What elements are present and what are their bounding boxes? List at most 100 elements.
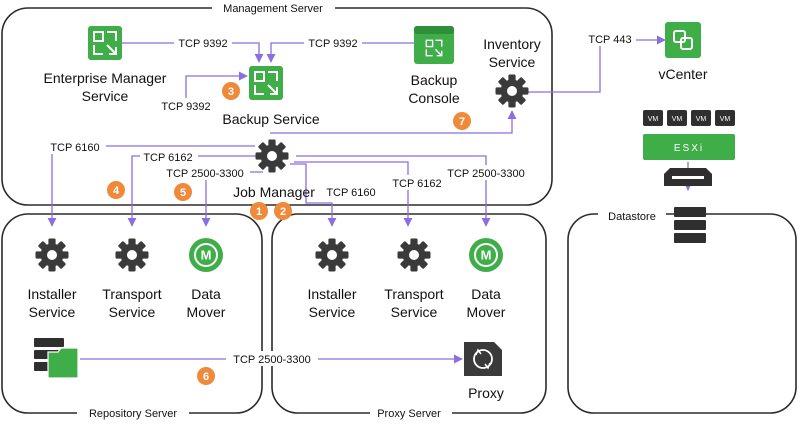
edge-console-to-backup	[266, 42, 414, 63]
edge-jm-proxy-transport	[294, 161, 413, 227]
enterprise-manager-node: Enterprise Manager Service	[44, 25, 167, 104]
proxy-installer-label-1: Installer	[307, 286, 356, 302]
label-repo-to-proxy: TCP 2500-3300	[233, 354, 310, 366]
green-grid-icon	[87, 25, 123, 61]
repo-transport-node: Transport Service	[102, 238, 162, 320]
job-manager-node: Job Manager	[233, 139, 315, 200]
esxi-label: ESXi	[674, 143, 704, 154]
proxy-data-mover-label-1: Data	[471, 286, 501, 302]
vm-box-4	[715, 110, 735, 126]
label-to-vcenter: TCP 443	[588, 34, 631, 46]
backup-console-node: Backup Console	[408, 26, 460, 106]
repo-installer-node: Installer Service	[27, 238, 77, 320]
proxy-label: Proxy	[468, 385, 504, 401]
repo-transport-label-2: Service	[109, 304, 156, 320]
repo-installer-label-2: Service	[29, 304, 76, 320]
step-badge-2-text: 2	[280, 206, 286, 218]
vm-box-1	[643, 110, 663, 126]
step-badge-6: 6	[197, 367, 215, 385]
edge-jm-repo-transport	[127, 155, 258, 227]
edge-jm-proxy-installer	[290, 163, 337, 227]
vm-label-2: VM	[672, 116, 683, 123]
label-jm-repo-transport: TCP 6162	[143, 152, 192, 164]
inventory-service-label-2: Service	[489, 54, 536, 70]
esxi-bar	[643, 134, 735, 160]
step-badge-5: 5	[174, 183, 192, 201]
gear-icon	[255, 139, 289, 173]
data-mover-icon	[468, 237, 504, 273]
repo-data-mover-node: Data Mover	[187, 237, 226, 320]
proxy-data-mover-node: Data Mover	[467, 237, 506, 320]
storage-stack-icon	[674, 207, 706, 243]
inventory-service-node: Inventory Service	[483, 36, 541, 108]
gear-icon	[315, 238, 349, 272]
backup-console-label-2: Console	[408, 90, 460, 106]
gear-icon	[397, 238, 431, 272]
step-badge-4-text: 4	[113, 185, 120, 197]
repo-installer-label-1: Installer	[27, 286, 76, 302]
vcenter-node: vCenter	[658, 22, 708, 82]
gear-icon	[115, 238, 149, 272]
edge-jm-to-inventory	[270, 110, 517, 134]
proxy-transport-label-2: Service	[391, 304, 438, 320]
repo-data-mover-label-1: Data	[191, 286, 221, 302]
step-badge-3: 3	[222, 82, 240, 100]
backup-service-label: Backup Service	[222, 111, 319, 127]
inventory-service-label-1: Inventory	[483, 36, 541, 52]
label-jm-proxy-installer: TCP 6160	[326, 187, 375, 199]
step-badge-5-text: 5	[180, 187, 186, 199]
vcenter-icon	[665, 22, 701, 58]
repository-folder-icon	[34, 338, 79, 379]
data-mover-icon	[188, 237, 224, 273]
vm-box-2	[667, 110, 687, 126]
backup-console-label-1: Backup	[411, 72, 458, 88]
gear-icon	[495, 74, 529, 108]
label-jm-proxy-mover: TCP 2500-3300	[447, 168, 524, 180]
step-badge-2: 2	[274, 202, 292, 220]
step-badge-1: 1	[250, 202, 268, 220]
repository-server-label: Repository Server	[89, 408, 177, 420]
label-jm-proxy-transport: TCP 6162	[392, 178, 441, 190]
label-jm-repo-mover: TCP 2500-3300	[166, 168, 243, 180]
vcenter-label: vCenter	[658, 66, 707, 82]
proxy-data-mover-label-2: Mover	[467, 304, 506, 320]
repo-data-mover-label-2: Mover	[187, 304, 226, 320]
step-badge-6-text: 6	[203, 371, 209, 383]
step-badge-7-text: 7	[459, 116, 465, 128]
edge-jm-proxy-mover	[296, 155, 491, 227]
vm-label-4: VM	[720, 116, 731, 123]
proxy-icon	[464, 342, 502, 376]
backup-service-node: Backup Service	[222, 65, 320, 127]
label-backup-loop: TCP 9392	[161, 101, 210, 113]
label-console-to-backup: TCP 9392	[308, 38, 357, 50]
edge-em-to-backup	[122, 42, 264, 63]
green-grid-icon	[421, 35, 447, 61]
proxy-transport-label-1: Transport	[384, 286, 444, 302]
proxy-transport-node: Transport Service	[384, 238, 444, 320]
label-em-to-backup: TCP 9392	[178, 38, 227, 50]
enterprise-manager-label-2: Service	[82, 88, 129, 104]
datastore-frame	[567, 213, 797, 414]
repo-transport-label-1: Transport	[102, 286, 162, 302]
vm-label-3: VM	[696, 116, 707, 123]
enterprise-manager-label-1: Enterprise Manager	[44, 70, 167, 86]
step-badge-1-text: 1	[256, 206, 262, 218]
proxy-installer-label-2: Service	[309, 304, 356, 320]
management-server-label: Management Server	[223, 3, 323, 15]
esxi-host-node: VM VM VM VM ESXi	[643, 110, 735, 186]
vm-box-3	[691, 110, 711, 126]
vm-label-1: VM	[648, 116, 659, 123]
proxy-server-label: Proxy Server	[377, 408, 441, 420]
proxy-installer-node: Installer Service	[307, 238, 357, 320]
green-grid-icon	[248, 65, 284, 101]
label-jm-repo-installer: TCP 6160	[50, 142, 99, 154]
job-manager-label: Job Manager	[233, 184, 315, 200]
gear-icon	[35, 238, 69, 272]
datastore-label: Datastore	[608, 211, 656, 223]
proxy-node: Proxy	[464, 342, 504, 401]
step-badge-7: 7	[453, 112, 471, 130]
step-badge-3-text: 3	[228, 86, 234, 98]
step-badge-4: 4	[107, 181, 125, 199]
